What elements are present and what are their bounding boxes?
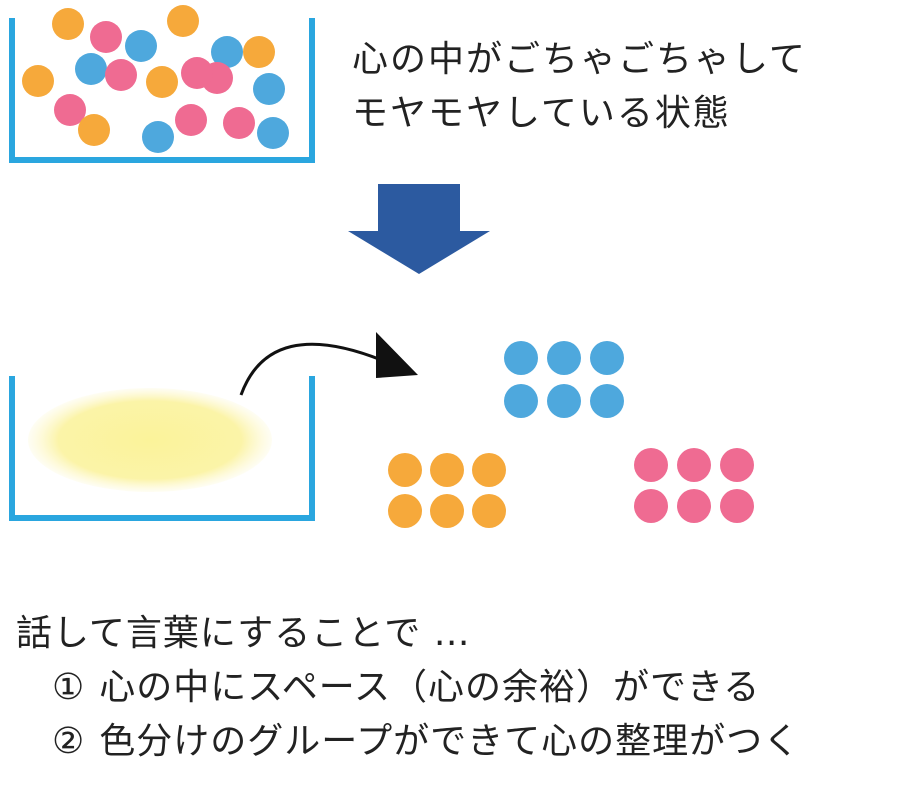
pink-ball: [720, 489, 754, 523]
point-item-2: ② 色分けのグループができて心の整理がつく: [52, 712, 800, 764]
messy-ball-pink: [223, 107, 255, 139]
orange-ball: [388, 453, 422, 487]
messy-ball-pink: [181, 57, 213, 89]
mind-space-glow: [28, 388, 272, 492]
curved-arrow-icon: [239, 332, 418, 396]
down-arrow-icon: [348, 184, 490, 274]
blue-ball: [547, 384, 581, 418]
organized-box: [9, 376, 315, 521]
messy-ball-pink: [54, 94, 86, 126]
messy-ball-orange: [243, 36, 275, 68]
orange-group: [388, 453, 506, 528]
point-marker-2: ②: [52, 721, 86, 762]
pink-ball: [634, 448, 668, 482]
pink-ball: [677, 448, 711, 482]
blue-ball: [590, 341, 624, 375]
point-marker-1: ①: [52, 667, 86, 708]
messy-box-outline: [9, 18, 315, 163]
messy-ball-orange: [22, 65, 54, 97]
messy-ball-blue: [125, 30, 157, 62]
messy-ball-orange: [146, 66, 178, 98]
blue-ball: [590, 384, 624, 418]
orange-ball: [430, 453, 464, 487]
summary-text: 話して言葉にすることで …: [16, 613, 471, 654]
orange-ball: [472, 453, 506, 487]
pink-ball: [677, 489, 711, 523]
messy-ball-pink: [90, 21, 122, 53]
messy-ball-blue: [75, 53, 107, 85]
blue-ball: [547, 341, 581, 375]
messy-ball-blue: [253, 73, 285, 105]
pink-ball: [634, 489, 668, 523]
messy-ball-blue: [257, 117, 289, 149]
messy-ball-orange: [78, 114, 110, 146]
point-item-1: ① 心の中にスペース（心の余裕）ができる: [52, 658, 760, 710]
messy-ball-orange: [167, 5, 199, 37]
messy-ball-pink: [175, 104, 207, 136]
point-text-2: 色分けのグループができて心の整理がつく: [99, 721, 801, 762]
orange-ball: [430, 494, 464, 528]
organized-box-outline: [9, 376, 315, 521]
pink-group: [634, 448, 754, 523]
blue-group: [504, 341, 624, 418]
messy-ball-orange: [52, 8, 84, 40]
point-text-1: 心の中にスペース（心の余裕）ができる: [99, 667, 761, 708]
caption-line-2: モヤモヤしている状態: [352, 93, 731, 134]
messy-ball-pink: [105, 59, 137, 91]
pink-ball: [720, 448, 754, 482]
orange-ball: [388, 494, 422, 528]
blue-ball: [504, 341, 538, 375]
orange-ball: [472, 494, 506, 528]
messy-balls: [22, 5, 289, 153]
messy-box: [9, 5, 315, 163]
messy-ball-blue: [211, 36, 243, 68]
blue-ball: [504, 384, 538, 418]
messy-ball-blue: [142, 121, 174, 153]
caption-line-1: 心の中がごちゃごちゃして: [352, 39, 807, 80]
